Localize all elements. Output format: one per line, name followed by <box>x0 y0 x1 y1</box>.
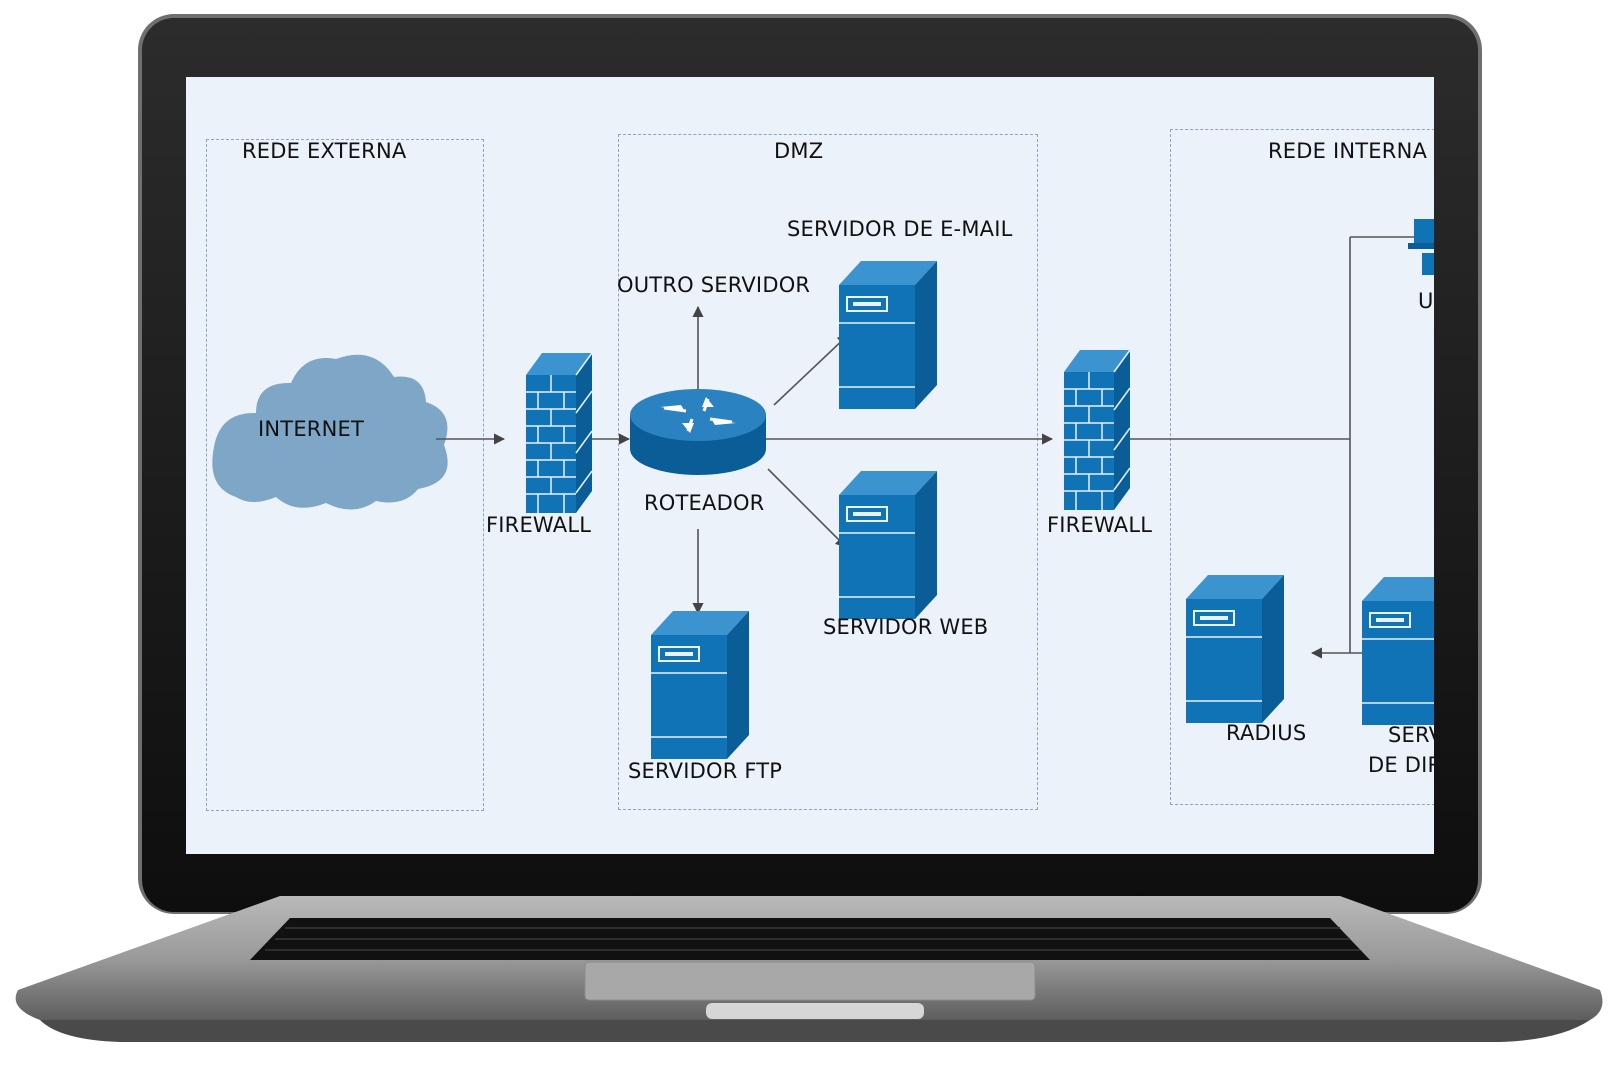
firewall-outer-icon <box>525 352 593 514</box>
keyboard-keys <box>265 927 1360 951</box>
zone-dmz-title: DMZ <box>774 139 824 163</box>
directory-label-line1: SERV <box>1388 723 1434 747</box>
radius-server-icon <box>1185 574 1285 724</box>
ftp-server-label: SERVIDOR FTP <box>628 759 783 783</box>
laptop-base-bottom <box>40 1020 1590 1042</box>
other-server-label: OUTRO SERVIDOR <box>617 273 811 297</box>
zone-internal-title: REDE INTERNA <box>1268 139 1428 163</box>
directory-label-line2: DE DIR <box>1368 753 1434 777</box>
firewall-outer-label: FIREWALL <box>486 513 592 537</box>
user-label: U <box>1418 289 1434 313</box>
router-label: ROTEADOR <box>644 491 765 515</box>
web-server-icon <box>838 470 938 620</box>
zone-dmz <box>618 134 1038 810</box>
web-server-label: SERVIDOR WEB <box>823 615 989 639</box>
radius-label: RADIUS <box>1226 721 1307 745</box>
zone-external <box>206 139 484 811</box>
hinge-notch <box>706 1003 924 1019</box>
firewall-inner-label: FIREWALL <box>1047 513 1153 537</box>
directory-server-icon <box>1361 576 1434 726</box>
zone-internal <box>1170 129 1434 805</box>
ftp-server-icon <box>650 610 750 760</box>
zone-external-title: REDE EXTERNA <box>242 139 407 163</box>
router-icon <box>630 389 766 475</box>
mail-server-icon <box>838 260 938 410</box>
screen: REDE EXTERNA DMZ REDE INTERNA INTERNET F… <box>186 77 1434 854</box>
trackpad <box>584 961 1036 1001</box>
firewall-inner-icon <box>1063 349 1131 511</box>
link-router-mail <box>773 334 849 406</box>
workstation-icon <box>1408 219 1434 275</box>
link-router-web <box>767 468 847 548</box>
internet-label: INTERNET <box>258 417 364 441</box>
mail-server-label: SERVIDOR DE E-MAIL <box>787 217 1013 241</box>
network-diagram <box>212 219 1434 760</box>
internet-cloud-icon <box>212 354 448 510</box>
